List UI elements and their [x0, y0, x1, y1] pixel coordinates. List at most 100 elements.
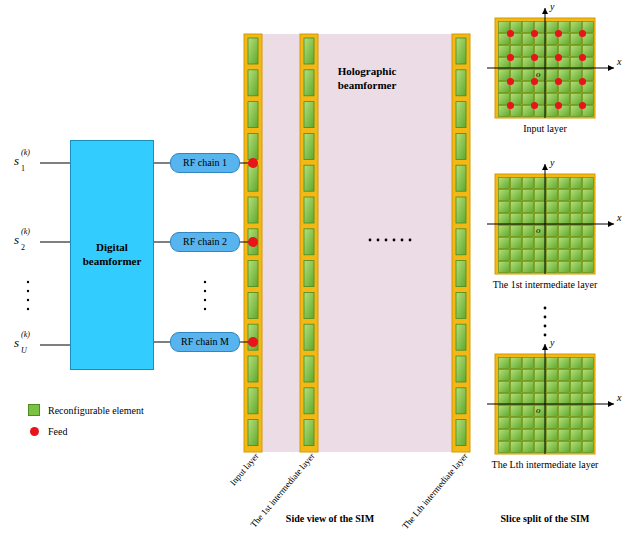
reconfigurable-element: [547, 214, 558, 225]
art-shape: [204, 290, 206, 292]
reconfigurable-element: [304, 356, 314, 382]
signal-superscript: (k): [21, 331, 30, 339]
art-shape: [240, 163, 249, 164]
reconfigurable-element: [304, 70, 314, 96]
reconfigurable-element: [511, 382, 522, 393]
reconfigurable-element: [547, 238, 558, 249]
reconfigurable-element: [547, 226, 558, 237]
connector-line: [154, 163, 170, 164]
reconfigurable-element: [559, 238, 570, 249]
art-shape: [248, 237, 258, 247]
reconfigurable-element: [499, 214, 510, 225]
reconfigurable-element: [547, 202, 558, 213]
y-axis: [545, 344, 546, 454]
reconfigurable-element: [547, 178, 558, 189]
legend-entry: Reconfigurable element: [28, 404, 144, 416]
origin-label: o: [536, 70, 541, 79]
reconfigurable-element: [583, 406, 594, 417]
x-axis: [487, 404, 614, 405]
reconfigurable-element: [499, 250, 510, 261]
feed-dot: [555, 78, 562, 85]
art-shape: [248, 337, 258, 347]
origin-label: o: [536, 226, 541, 235]
reconfigurable-element: [304, 133, 314, 159]
reconfigurable-element: [559, 358, 570, 369]
reconfigurable-element: [511, 394, 522, 405]
reconfigurable-element: [559, 382, 570, 393]
reconfigurable-element: [456, 420, 466, 446]
feed-dot: [507, 78, 514, 85]
reconfigurable-element: [571, 238, 582, 249]
reconfigurable-element: [523, 94, 534, 105]
reconfigurable-element: [248, 70, 258, 96]
x-axis: [487, 224, 614, 225]
reconfigurable-element: [511, 202, 522, 213]
reconfigurable-element: [559, 406, 570, 417]
reconfigurable-element: [535, 190, 546, 201]
reconfigurable-element: [571, 370, 582, 381]
reconfigurable-element: [523, 250, 534, 261]
figure-caption: Slice split of the SIM: [501, 514, 590, 524]
layer-bar: [244, 34, 262, 452]
art-shape: [204, 299, 206, 301]
reconfigurable-element: [583, 226, 594, 237]
reconfigurable-element: [523, 46, 534, 57]
reconfigurable-element: [547, 262, 558, 273]
reconfigurable-element: [535, 442, 546, 453]
reconfigurable-element: [499, 430, 510, 441]
art-shape: [40, 242, 70, 243]
reconfigurable-element: [523, 202, 534, 213]
reconfigurable-element: [571, 382, 582, 393]
feed-dots: [248, 158, 258, 347]
reconfigurable-element: [523, 262, 534, 273]
reconfigurable-element: [547, 250, 558, 261]
reconfigurable-element: [547, 370, 558, 381]
reconfigurable-element: [248, 420, 258, 446]
holographic-region: [262, 34, 452, 452]
reconfigurable-element: [559, 190, 570, 201]
reconfigurable-element: [248, 38, 258, 64]
art-shape: [40, 345, 70, 346]
reconfigurable-element: [535, 202, 546, 213]
reconfigurable-element: [499, 46, 510, 57]
reconfigurable-element: [571, 394, 582, 405]
reconfigurable-element: [304, 292, 314, 318]
rf-chain-box: RF chain 2: [170, 232, 240, 252]
reconfigurable-element: [523, 442, 534, 453]
art-shape: [248, 158, 258, 168]
reconfigurable-element: [523, 430, 534, 441]
node-text: RF chain 2: [183, 237, 227, 247]
feed-dot: [531, 30, 538, 37]
reconfigurable-element: [583, 238, 594, 249]
art-shape: [27, 299, 29, 301]
legend-entry: Feed: [28, 426, 67, 437]
reconfigurable-element: [248, 356, 258, 382]
process-box: Digital beamformer: [70, 140, 154, 370]
reconfigurable-element: [499, 358, 510, 369]
reconfigurable-element: [248, 261, 258, 287]
layer-panel: The Lth intermediate layer: [495, 354, 595, 454]
reconfigurable-element: [511, 430, 522, 441]
art-shape: [544, 307, 547, 310]
beamformer-region: Holographic beamformer: [262, 34, 452, 452]
reconfigurable-element: [535, 382, 546, 393]
reconfigurable-element: [248, 165, 258, 191]
reconfigurable-element: [571, 94, 582, 105]
feed-dot: [579, 54, 586, 61]
legend-swatch: [28, 404, 40, 416]
reconfigurable-element: [559, 430, 570, 441]
art-shape: [204, 308, 206, 310]
reconfigurable-element: [304, 388, 314, 414]
layer-panel: The 1st intermediate layer: [495, 174, 595, 274]
reconfigurable-element: [523, 370, 534, 381]
feed-dot: [507, 54, 514, 61]
reconfigurable-element: [511, 262, 522, 273]
layer-bar: [300, 34, 318, 452]
art-shape: [369, 239, 372, 242]
y-axis: [545, 164, 546, 274]
art-shape: [27, 290, 29, 292]
feed-dot: [555, 30, 562, 37]
reconfigurable-element: [456, 102, 466, 128]
rf-chain-box: RF chain 1: [170, 153, 240, 173]
reconfigurable-element: [559, 214, 570, 225]
